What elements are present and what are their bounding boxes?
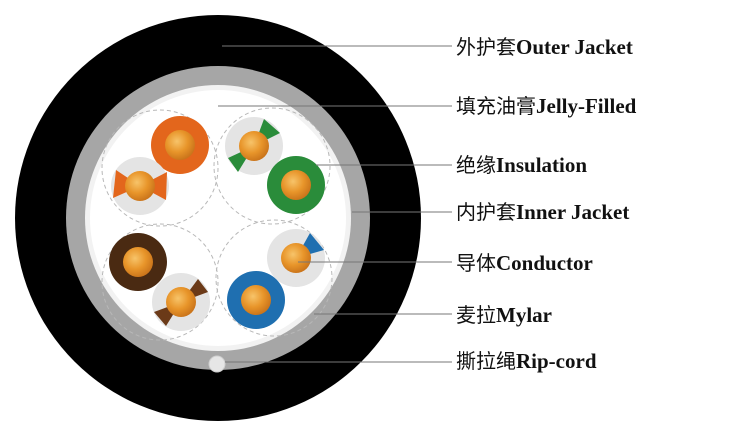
green-conductor	[281, 170, 311, 200]
orange-white-conductor	[125, 171, 155, 201]
orange-pair	[111, 116, 209, 215]
brown-white-conductor	[166, 287, 196, 317]
blue-pair	[227, 229, 325, 329]
label-mylar: 麦拉Mylar	[456, 303, 552, 327]
green-pair	[225, 117, 325, 214]
label-jelly-filled: 填充油膏Jelly-Filled	[456, 94, 637, 118]
brown-pair	[109, 233, 210, 331]
pair-boundary-green	[213, 107, 331, 225]
label-outer-jacket: 外护套Outer Jacket	[456, 35, 633, 59]
labels: 外护套Outer Jacket 填充油膏Jelly-Filled 绝缘Insul…	[456, 35, 637, 373]
label-rip-cord: 撕拉绳Rip-cord	[456, 349, 597, 373]
pair-boundary-brown	[101, 223, 219, 341]
label-insulation: 绝缘Insulation	[456, 153, 587, 177]
blue-white-conductor	[281, 243, 311, 273]
pair-boundary-blue	[215, 219, 333, 337]
rip-cord	[208, 355, 226, 373]
label-conductor: 导体Conductor	[456, 251, 593, 275]
jelly-filled-core	[90, 90, 346, 346]
pair-boundaries	[101, 107, 333, 341]
orange-conductor	[165, 130, 195, 160]
pair-boundary-orange	[101, 109, 219, 227]
leader-lines	[218, 45, 452, 363]
label-inner-jacket: 内护套Inner Jacket	[456, 200, 629, 224]
blue-conductor	[241, 285, 271, 315]
brown-conductor	[123, 247, 153, 277]
green-white-conductor	[239, 131, 269, 161]
